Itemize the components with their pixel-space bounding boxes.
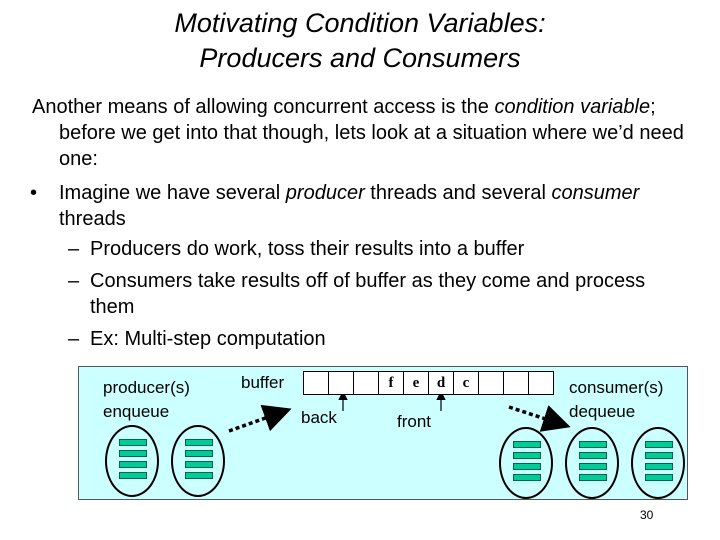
dash-marker: – (68, 328, 80, 350)
bullet-text-post: threads (59, 208, 126, 230)
back-label: back (301, 408, 337, 427)
thread-bar (119, 472, 147, 479)
thread-bar (185, 450, 213, 457)
consumer-label: consumer(s) (569, 378, 664, 397)
sub-bullet-text: Producers do work, toss their results in… (90, 238, 525, 260)
buffer-cell: e (403, 371, 429, 395)
thread-bar (645, 474, 673, 481)
bullet-em-producer: producer (285, 182, 365, 204)
title-line-2: Producers and Consumers (199, 43, 521, 73)
sub-bullet-consumers: –Consumers take results off of buffer as… (68, 268, 670, 320)
dash-marker: – (68, 270, 80, 292)
thread-bar (645, 452, 673, 459)
thread-bar (185, 439, 213, 446)
page-number: 30 (640, 508, 654, 522)
buffer-label: buffer (241, 373, 285, 392)
buffer-cell (478, 371, 504, 395)
bullet-em-consumer: consumer (551, 182, 640, 204)
buffer-queue: f e d c (303, 371, 554, 395)
consumer-thread (499, 427, 553, 499)
consumer-thread (631, 427, 685, 499)
bullet-text-pre: Imagine we have several (59, 182, 286, 204)
thread-bar (579, 463, 607, 470)
thread-bar (119, 450, 147, 457)
dequeue-label: dequeue (569, 402, 636, 421)
bullet-marker: • (30, 182, 38, 204)
thread-bar (513, 452, 541, 459)
bullet-text-mid: threads and several (364, 182, 552, 204)
buffer-cell (503, 371, 529, 395)
thread-bar (579, 452, 607, 459)
thread-bar (645, 463, 673, 470)
intro-text-post: ; before we get into that though, lets l… (59, 96, 684, 170)
thread-bar (119, 461, 147, 468)
enqueue-label: enqueue (103, 402, 170, 421)
intro-text-pre: Another means of allowing concurrent acc… (32, 96, 495, 118)
front-label: front (397, 412, 432, 431)
dash-marker: – (68, 238, 80, 260)
thread-bar (513, 463, 541, 470)
producer-consumer-diagram: producer(s) enqueue buffer f e d c back … (78, 366, 688, 500)
diagram-arrows (228, 390, 571, 433)
thread-bar (579, 474, 607, 481)
thread-bar (645, 441, 673, 448)
buffer-cell (353, 371, 379, 395)
intro-paragraph: Another means of allowing concurrent acc… (32, 94, 709, 172)
enqueue-arrow (228, 404, 292, 433)
consumer-thread (565, 427, 619, 499)
sub-bullet-text: Consumers take results off of buffer as … (90, 270, 646, 318)
buffer-cell: d (428, 371, 454, 395)
thread-bar (513, 474, 541, 481)
sub-bullet-text: Ex: Multi-step computation (90, 328, 326, 350)
buffer-cell (303, 371, 329, 395)
buffer-cell: f (378, 371, 404, 395)
thread-bar (185, 461, 213, 468)
thread-bar (579, 441, 607, 448)
title-line-1: Motivating Condition Variables: (174, 8, 546, 38)
sub-bullet-example: –Ex: Multi-step computation (68, 326, 670, 352)
producer-thread (105, 425, 159, 497)
thread-bar (513, 441, 541, 448)
producer-thread (171, 425, 225, 497)
thread-bar (185, 472, 213, 479)
intro-emphasis: condition variable (494, 96, 651, 118)
buffer-cell (328, 371, 354, 395)
buffer-cell: c (453, 371, 479, 395)
bullet-producers-consumers: • Imagine we have several producer thread… (30, 180, 679, 232)
slide-title: Motivating Condition Variables: Producer… (0, 6, 720, 76)
dequeue-arrow (508, 405, 571, 432)
sub-bullet-producers: –Producers do work, toss their results i… (68, 236, 670, 262)
thread-bar (119, 439, 147, 446)
producer-label: producer(s) (103, 378, 190, 397)
buffer-cell (528, 371, 554, 395)
